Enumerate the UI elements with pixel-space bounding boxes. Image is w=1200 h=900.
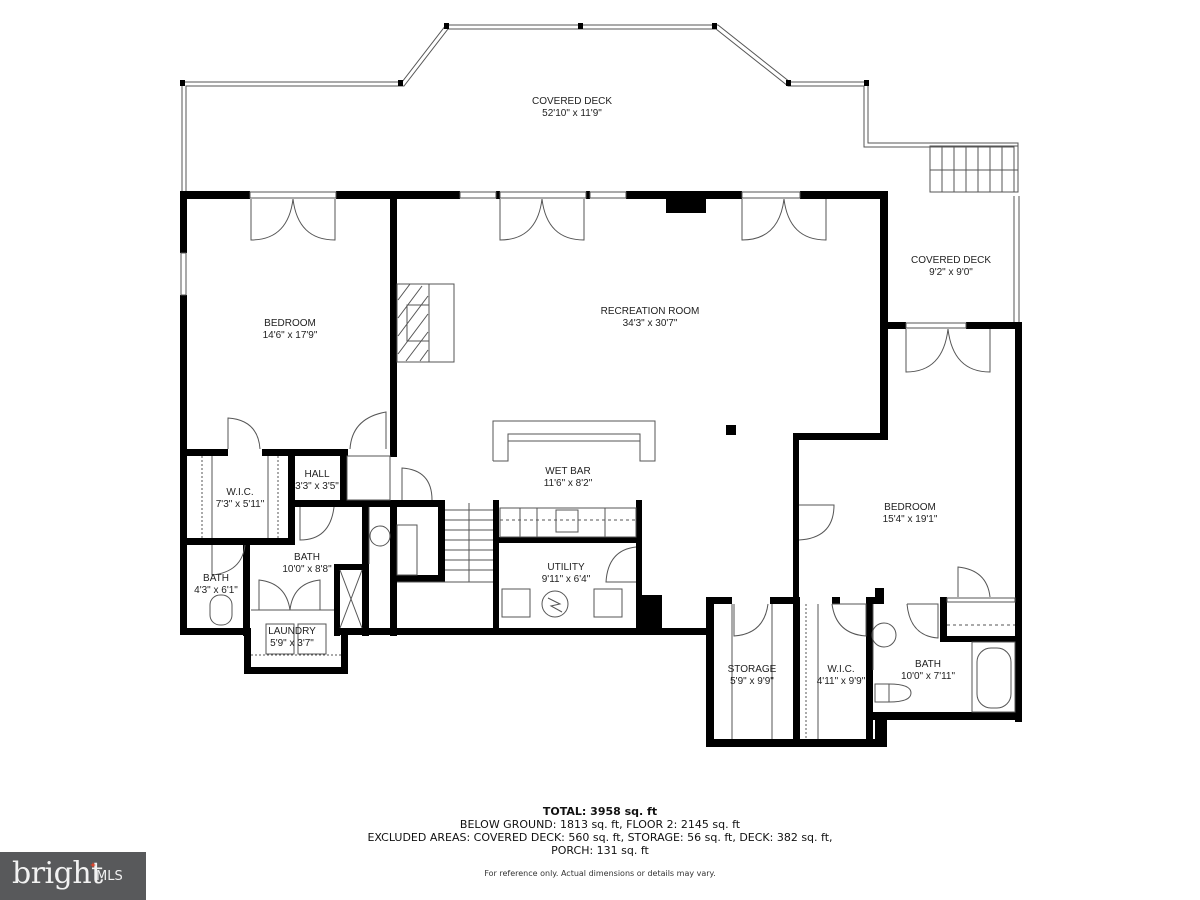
room-label-bedroom-left: BEDROOM 14'6" x 17'9" [262, 318, 318, 341]
logo-mls-text: MLS [96, 869, 123, 884]
disclaimer: For reference only. Actual dimensions or… [484, 869, 716, 878]
wet-bar-island [492, 420, 656, 462]
room-label-bath-right: BATH 10'0" x 7'11" [900, 659, 956, 682]
room-label-bath-mid: BATH 10'0" x 8'8" [282, 552, 332, 575]
total-area: TOTAL: 3958 sq. ft [542, 805, 658, 818]
bright-mls-logo: bright MLS [0, 852, 146, 900]
room-label-bedroom-right: BEDROOM 15'4" x 19'1" [882, 502, 938, 525]
room-label-recreation-room: RECREATION ROOM 34'3" x 30'7" [600, 306, 700, 329]
room-label-wic-left: W.I.C. 7'3" x 5'11" [215, 487, 265, 510]
room-label-utility: UTILITY 9'11" x 6'4" [541, 562, 591, 585]
room-label-bath-small: BATH 4'3" x 6'1" [194, 573, 238, 596]
area-breakdown: BELOW GROUND: 1813 sq. ft, FLOOR 2: 2145… [459, 818, 741, 831]
logo-brand-text: bright [12, 856, 103, 891]
room-label-wic-right: W.I.C. 4'11" x 9'9" [816, 664, 866, 687]
room-label-laundry: LAUNDRY 5'9" x 3'7" [268, 626, 316, 649]
interior-stairs [397, 503, 493, 583]
room-label-wet-bar: WET BAR 11'6" x 8'2" [543, 466, 593, 489]
room-label-hall: HALL 3'3" x 3'5" [295, 469, 339, 492]
excluded-areas-porch: PORCH: 131 sq. ft [551, 844, 649, 857]
exterior-stairs [929, 145, 1019, 193]
room-label-covered-deck-side: COVERED DECK 9'2" x 9'0" [910, 255, 992, 278]
room-label-storage: STORAGE 5'9" x 9'9" [727, 664, 777, 687]
room-label-covered-deck-main: COVERED DECK 52'10" x 11'9" [531, 96, 613, 119]
walls [180, 191, 1022, 747]
logo-spark-icon [90, 862, 96, 868]
excluded-areas: EXCLUDED AREAS: COVERED DECK: 560 sq. ft… [367, 831, 833, 844]
covered-deck-outline [181, 24, 1019, 192]
fireplace [396, 283, 455, 363]
